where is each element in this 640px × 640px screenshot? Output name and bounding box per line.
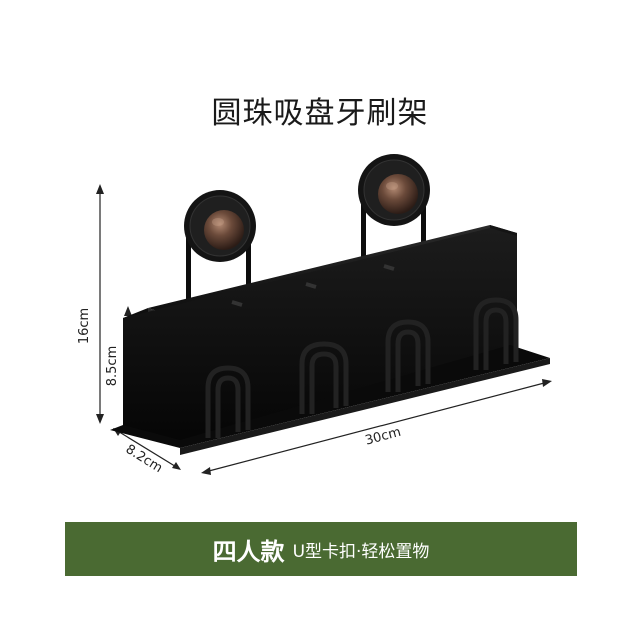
u-hook-3 <box>385 319 431 392</box>
variant-name: 四人款 <box>212 537 285 566</box>
suction-cup-left <box>184 190 256 312</box>
variant-banner: 四人款 U型卡扣·轻松置物 <box>65 522 577 576</box>
dimension-height-box-label: 8.5cm <box>105 346 120 387</box>
dimension-height-total-label: 16cm <box>77 308 92 344</box>
wood-knob-icon <box>204 210 244 250</box>
suction-cup-right <box>358 154 430 270</box>
product-title: 圆珠吸盘牙刷架 <box>211 96 429 131</box>
holder-box <box>110 225 550 455</box>
u-hook-2 <box>299 341 349 414</box>
wood-knob-icon <box>378 174 418 214</box>
u-hook-4 <box>473 297 519 370</box>
dimension-height-total: 16cm <box>77 184 104 424</box>
variant-feature: U型卡扣·轻松置物 <box>292 541 430 562</box>
u-hook-1 <box>205 365 251 438</box>
